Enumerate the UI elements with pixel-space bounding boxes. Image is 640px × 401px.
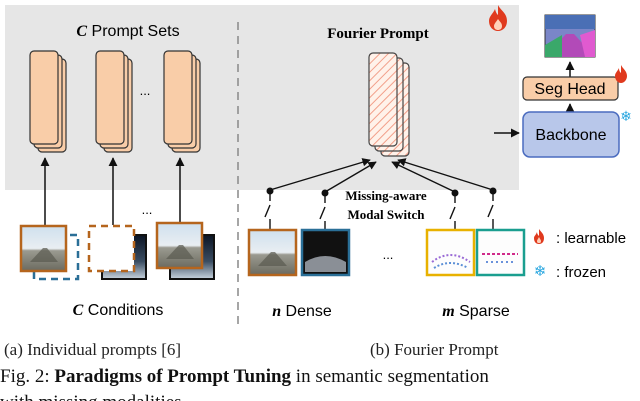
prompt-stack-2	[95, 50, 133, 153]
diagram-canvas: C Prompt Sets ... ... C Conditi	[4, 5, 632, 359]
backbone-box	[522, 111, 620, 158]
fan-arrow-1	[269, 158, 371, 191]
dense-modality-images	[247, 228, 351, 277]
condition-ellipsis: ...	[142, 202, 153, 217]
snowflake-icon: ❄	[620, 108, 632, 124]
conditions-label: C Conditions	[73, 302, 164, 319]
condition-1-images	[19, 224, 80, 281]
caption-line-2: with missing modalities.	[0, 392, 186, 401]
subcaption-a: (a) Individual prompts [6]	[4, 340, 181, 359]
modal-switches	[264, 187, 497, 229]
legend-frozen: : frozen	[556, 264, 606, 281]
modal-switch-label-2: Modal Switch	[348, 207, 426, 222]
dense-label: n Dense	[272, 303, 332, 320]
modal-switch-label-1: Missing-aware	[345, 188, 427, 203]
figure-caption: Fig. 2: Paradigms of Prompt Tuning in se…	[0, 364, 640, 401]
sparse-label: m Sparse	[442, 303, 510, 320]
fire-icon	[534, 229, 544, 244]
prompt-panel-background	[5, 5, 519, 190]
fire-icon	[489, 5, 507, 31]
fourier-prompt-stack	[368, 52, 410, 157]
caption-prefix: Fig. 2:	[0, 366, 55, 387]
backbone-label: Backbone	[535, 127, 606, 144]
fire-icon	[615, 65, 627, 83]
snowflake-icon: ❄	[534, 263, 547, 280]
prompt-stack-3	[163, 50, 201, 153]
fan-arrow-2	[324, 161, 377, 193]
caption-bold: Paradigms of Prompt Tuning	[54, 366, 292, 387]
prompt-sets-title: C Prompt Sets	[76, 23, 179, 40]
modality-ellipsis: ...	[383, 247, 394, 262]
segmentation-output-image	[544, 14, 596, 58]
fan-arrow-4	[397, 158, 494, 191]
prompt-ellipsis: ...	[140, 83, 151, 98]
prompt-stack-1	[29, 50, 67, 153]
fourier-prompt-title: Fourier Prompt	[327, 26, 429, 42]
subcaption-b: (b) Fourier Prompt	[370, 340, 499, 359]
sparse-modality-images	[425, 228, 526, 277]
fan-arrow-3	[391, 161, 456, 193]
legend-learnable: : learnable	[556, 230, 626, 247]
condition-3-images	[155, 221, 215, 280]
condition-2-images	[87, 224, 147, 280]
seg-head-box	[522, 76, 619, 101]
caption-rest: in semantic segmentation	[291, 366, 489, 387]
seg-head-label: Seg Head	[534, 81, 605, 98]
